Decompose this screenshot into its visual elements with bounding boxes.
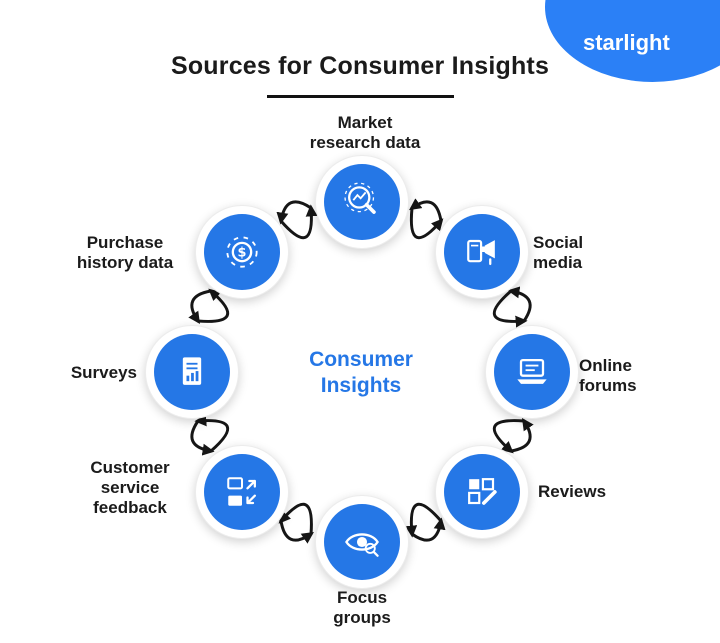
- node-focus-groups: [315, 495, 409, 589]
- label-customer-service-feedback: Customer service feedback: [90, 458, 170, 518]
- label-market-research-data: Market research data: [309, 113, 421, 153]
- laptop-icon: [517, 358, 547, 384]
- brand-name: starlight: [583, 30, 670, 55]
- node-surveys: [145, 325, 239, 419]
- page-title: Sources for Consumer Insights: [170, 52, 550, 80]
- svg-text:$: $: [238, 246, 247, 261]
- node-reviews: [435, 445, 529, 539]
- node-customer-service-feedback: [195, 445, 289, 539]
- clipboard-chart-icon: [182, 357, 202, 385]
- eye-magnifier-icon: [345, 533, 379, 557]
- node-market-research-data: [315, 155, 409, 249]
- label-reviews: Reviews: [538, 482, 607, 501]
- node-social-media: [435, 205, 529, 299]
- grid-pencil-icon: [468, 478, 497, 505]
- label-online-forums: Online forums: [579, 356, 637, 396]
- center-title: Consumer Insights: [309, 348, 413, 398]
- label-surveys: Surveys: [70, 363, 137, 382]
- label-social-media: Social media: [533, 233, 584, 273]
- node-online-forums: [485, 325, 579, 419]
- label-focus-groups: Focus groups: [333, 588, 391, 628]
- node-purchase-history-data: $: [195, 205, 289, 299]
- label-purchase-history-data: Purchase history data: [76, 233, 174, 273]
- magnifier-chart-icon: [344, 182, 376, 214]
- title-underline: [267, 95, 454, 98]
- feedback-docs-icon: [227, 477, 256, 506]
- dollar-gear-icon: $: [226, 236, 258, 268]
- megaphone-icon: [467, 239, 495, 266]
